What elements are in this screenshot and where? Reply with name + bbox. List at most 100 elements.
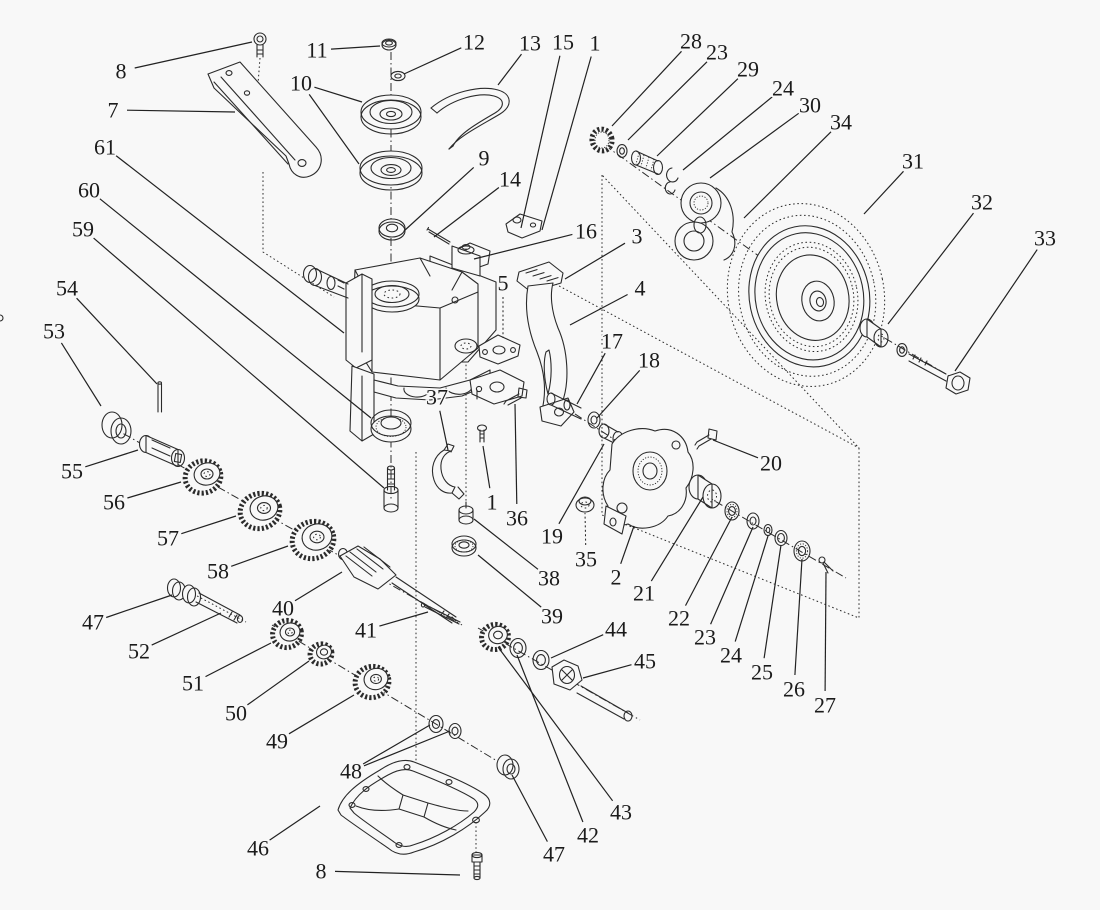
- part-belt-clamp: [505, 213, 543, 239]
- leader-37: [439, 410, 449, 451]
- leader-52: [151, 612, 222, 646]
- leader-22: [684, 516, 733, 606]
- callout-21: 21: [633, 581, 655, 606]
- part-gear-58: [289, 518, 337, 562]
- part-spacer-32: [859, 318, 889, 348]
- leader-24: [682, 96, 773, 171]
- part-oil-pan: [337, 759, 491, 855]
- callout-56: 56: [103, 490, 125, 515]
- callout-9: 9: [479, 146, 490, 171]
- callout-60: 60: [78, 178, 100, 203]
- callout-43: 43: [610, 800, 632, 825]
- part-cover-30-34: [674, 182, 736, 261]
- part-cotter-pin-27: [818, 556, 834, 574]
- leader-1: [482, 445, 491, 489]
- part-cap-47a: [166, 578, 187, 601]
- part-washer-42: [509, 637, 527, 659]
- part-washer-23b: [746, 512, 760, 530]
- part-screw-1: [476, 424, 488, 443]
- leader-13: [497, 53, 522, 86]
- leader-42: [516, 654, 584, 823]
- callout-8: 8: [116, 59, 127, 84]
- part-mount-flange: [469, 369, 525, 405]
- callout-51: 51: [182, 671, 204, 696]
- leader-44: [550, 634, 604, 659]
- callout-28: 28: [680, 29, 702, 54]
- leader-28: [611, 50, 682, 127]
- callout-1-2: 1: [487, 490, 498, 515]
- part-bolt-20: [694, 428, 718, 450]
- part-cap-38: [458, 501, 474, 525]
- leader-48-1: [363, 730, 451, 767]
- callout-48: 48: [340, 759, 362, 784]
- part-spring-29: [630, 150, 664, 176]
- part-pulley-lower: [359, 150, 423, 191]
- leader-lines: [60, 41, 1038, 876]
- part-pin-14: [426, 226, 451, 245]
- part-belt-guide: [430, 87, 510, 150]
- callout-4: 4: [635, 276, 646, 301]
- leader-56: [127, 481, 182, 499]
- part-shift-bracket: [516, 261, 575, 427]
- part-gear-housing: [0, 245, 497, 442]
- part-washer-33w: [896, 343, 908, 357]
- part-washers-48: [428, 714, 462, 740]
- leader-35: [584, 512, 587, 546]
- callout-46: 46: [247, 836, 269, 861]
- leader-16: [473, 233, 573, 260]
- leader-58: [230, 545, 289, 567]
- part-nut-35: [575, 496, 595, 513]
- callout-12: 12: [463, 30, 485, 55]
- part-axle-housing-2: [602, 428, 694, 535]
- leader-48: [362, 724, 431, 765]
- leader-60: [99, 198, 372, 419]
- leader-49: [288, 694, 355, 735]
- part-shoulder-bolt-59: [383, 465, 399, 513]
- callout-44: 44: [605, 617, 627, 642]
- leader-24: [734, 535, 769, 642]
- part-gear-49: [352, 663, 392, 701]
- callout-45: 45: [634, 649, 656, 674]
- part-bolt-36: [503, 387, 528, 406]
- callout-61: 61: [94, 135, 116, 160]
- callout-41: 41: [355, 618, 377, 643]
- leader-26: [794, 558, 803, 676]
- callout-54: 54: [56, 276, 78, 301]
- leader-59: [93, 237, 385, 489]
- part-wheel-31: [726, 203, 886, 387]
- leader-27: [824, 571, 827, 692]
- part-spacer-24b: [763, 523, 773, 537]
- leader-51: [205, 642, 272, 678]
- callout-39: 39: [541, 604, 563, 629]
- part-cap-47b: [496, 754, 520, 780]
- leader-45: [582, 664, 632, 679]
- callout-20: 20: [760, 451, 782, 476]
- part-axle-shaft-17: [546, 392, 582, 420]
- part-shift-fork: [431, 443, 465, 500]
- part-bearing-26: [793, 540, 811, 562]
- callout-23: 23: [706, 40, 728, 65]
- part-bearing-60: [370, 409, 412, 443]
- callout-8-2: 8: [316, 859, 327, 884]
- part-nut-11: [381, 38, 397, 51]
- leader-9: [403, 166, 475, 232]
- leader-20: [712, 439, 759, 459]
- axis-bolt52: [185, 589, 247, 623]
- callout-58: 58: [207, 559, 229, 584]
- part-washer-12: [390, 70, 406, 82]
- callout-16: 16: [575, 219, 597, 244]
- callout-27: 27: [814, 693, 836, 718]
- callout-33: 33: [1034, 226, 1056, 251]
- part-axle-bolt-33: [908, 353, 971, 395]
- leader-41: [379, 611, 429, 627]
- part-bolt-52: [181, 584, 244, 624]
- callout-34: 34: [830, 110, 852, 135]
- leader-32: [887, 212, 974, 325]
- callout-52: 52: [128, 639, 150, 664]
- callout-53: 53: [43, 319, 65, 344]
- callout-3: 3: [632, 224, 643, 249]
- leader-53: [60, 342, 102, 407]
- callout-50: 50: [225, 701, 247, 726]
- callout-29: 29: [737, 57, 759, 82]
- callout-22: 22: [668, 606, 690, 631]
